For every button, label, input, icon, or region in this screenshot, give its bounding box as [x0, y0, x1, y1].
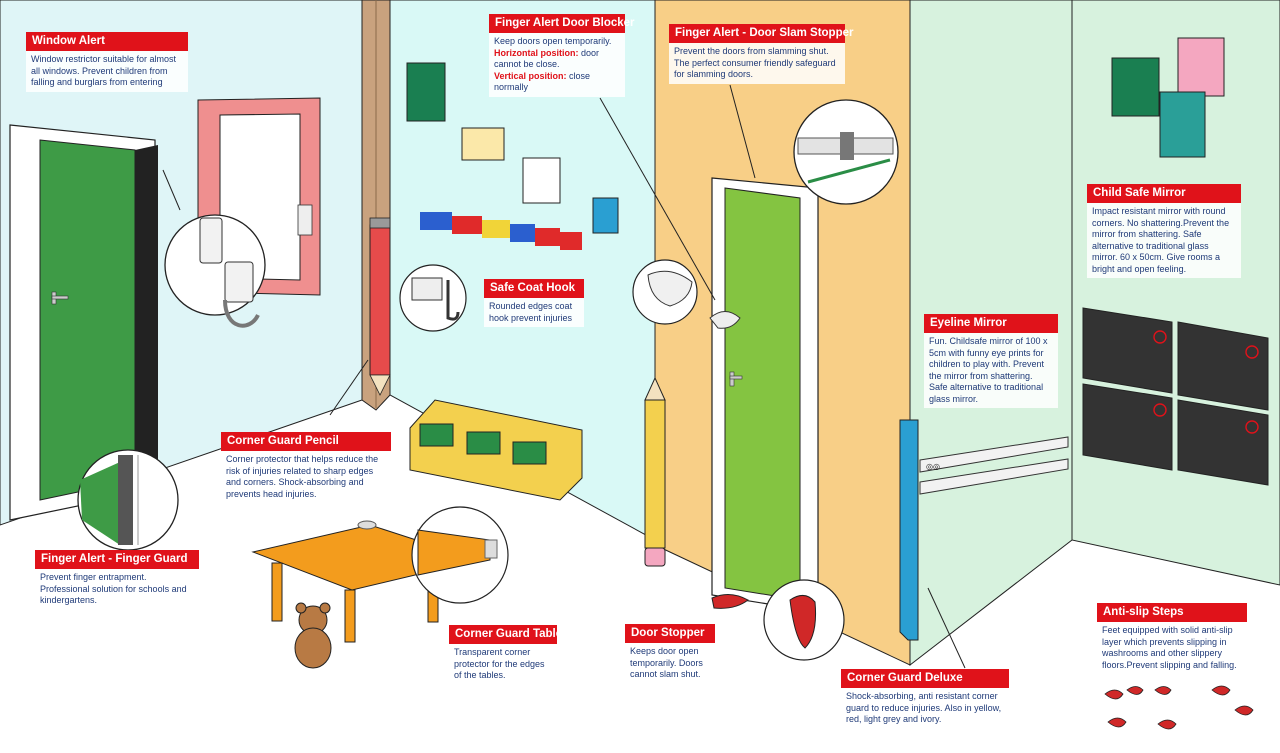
callout-anti-slip: Anti-slip Steps Feet equipped with solid…: [1097, 603, 1247, 674]
callout-coat-hook: Safe Coat Hook Rounded edges coat hook p…: [484, 279, 584, 327]
pencil-corner-guard: [369, 217, 391, 396]
horizontal-text: door cannot be close.: [494, 47, 600, 70]
callout-title: Safe Coat Hook: [484, 279, 584, 298]
yellow-pencil-guard: [644, 376, 666, 567]
callout-title: Child Safe Mirror: [1087, 184, 1241, 203]
door-stopper-zoom: [763, 579, 845, 661]
callout-corner-pencil: Corner Guard Pencil Corner protector tha…: [221, 432, 391, 503]
vertical-label: Vertical position:: [494, 70, 567, 81]
callout-title: Corner Guard Pencil: [221, 432, 391, 451]
callout-text: Prevent finger entrapment. Professional …: [35, 569, 199, 610]
svg-text:◎◎: ◎◎: [926, 462, 940, 471]
teddy-bear: [294, 602, 332, 669]
pencil-pointer: [329, 359, 369, 416]
door-blocker-line1: Keep doors open temporarily.: [494, 36, 612, 46]
callout-text: Fun. Childsafe mirror of 100 x 5cm with …: [924, 333, 1058, 408]
deluxe-pointer: [927, 587, 966, 669]
callout-title: Door Stopper: [625, 624, 715, 643]
callout-text: Corner protector that helps reduce the r…: [221, 451, 391, 503]
callout-title: Finger Alert Door Blocker: [489, 14, 635, 33]
slam-stopper-zoom: [793, 99, 899, 205]
callout-title: Corner Guard Deluxe: [841, 669, 1009, 688]
child-safe-mirrors: [1082, 307, 1269, 486]
finger-guard-zoom: [77, 449, 179, 551]
callout-window-alert: Window Alert Window restrictor suitable …: [26, 32, 188, 92]
door-blocker-zoom: [632, 259, 698, 325]
callout-text: Keep doors open temporarily. Horizontal …: [489, 33, 625, 97]
main-door: [711, 177, 819, 613]
anti-slip-steps: [1104, 685, 1254, 730]
window-alert-pointer: [162, 169, 181, 211]
slam-stopper-pointer: [729, 84, 756, 179]
callout-corner-table: Corner Guard Table Transparent corner pr…: [449, 625, 562, 685]
callout-text: Keeps door open temporarily. Doors canno…: [625, 643, 715, 684]
callout-title: Window Alert: [26, 32, 188, 51]
vertical-text: close normally: [494, 70, 591, 93]
eyeline-mirrors: ◎◎: [919, 436, 1069, 495]
coat-hook-rack: [420, 212, 582, 250]
far-right-wall: [1071, 0, 1280, 586]
callout-title: Anti-slip Steps: [1097, 603, 1247, 622]
door-stopper-device: [711, 594, 749, 609]
callout-eyeline-mirror: Eyeline Mirror Fun. Childsafe mirror of …: [924, 314, 1058, 408]
callout-text: Prevent the doors from slamming shut. Th…: [669, 43, 845, 84]
horizontal-label: Horizontal position:: [494, 47, 579, 58]
callout-child-mirror: Child Safe Mirror Impact resistant mirro…: [1087, 184, 1241, 278]
callout-text: Rounded edges coat hook prevent injuries: [484, 298, 584, 327]
callout-door-stopper: Door Stopper Keeps door open temporarily…: [625, 624, 715, 684]
callout-door-blocker: Finger Alert Door Blocker Keep doors ope…: [489, 14, 635, 97]
callout-finger-guard: Finger Alert - Finger Guard Prevent fing…: [35, 550, 199, 610]
callout-slam-stopper: Finger Alert - Door Slam Stopper Prevent…: [669, 24, 853, 84]
coat-hook-zoom: [399, 264, 467, 332]
callout-text: Shock-absorbing, anti resistant corner g…: [841, 688, 1009, 729]
callout-title: Finger Alert - Finger Guard: [35, 550, 199, 569]
door-blocker-device: [709, 311, 741, 329]
door-blocker-pointer: [599, 97, 716, 301]
left-door: [9, 124, 158, 521]
wall-pictures: [406, 62, 619, 234]
callout-text: Transparent corner protector for the edg…: [449, 644, 557, 685]
deluxe-corner-guard: [899, 419, 919, 641]
table-corner-zoom: [411, 506, 509, 604]
window-alert-zoom: [164, 214, 266, 328]
callout-title: Finger Alert - Door Slam Stopper: [669, 24, 853, 43]
callout-title: Corner Guard Table: [449, 625, 562, 644]
callout-title: Eyeline Mirror: [924, 314, 1058, 333]
right-wall-pictures: [1111, 37, 1225, 158]
callout-text: Feet equipped with solid anti-slip layer…: [1097, 622, 1247, 674]
callout-corner-deluxe: Corner Guard Deluxe Shock-absorbing, ant…: [841, 669, 1009, 729]
kids-table: [251, 520, 480, 643]
callout-text: Window restrictor suitable for almost al…: [26, 51, 188, 92]
callout-text: Impact resistant mirror with round corne…: [1087, 203, 1241, 278]
cubby-shelf: [409, 399, 583, 501]
